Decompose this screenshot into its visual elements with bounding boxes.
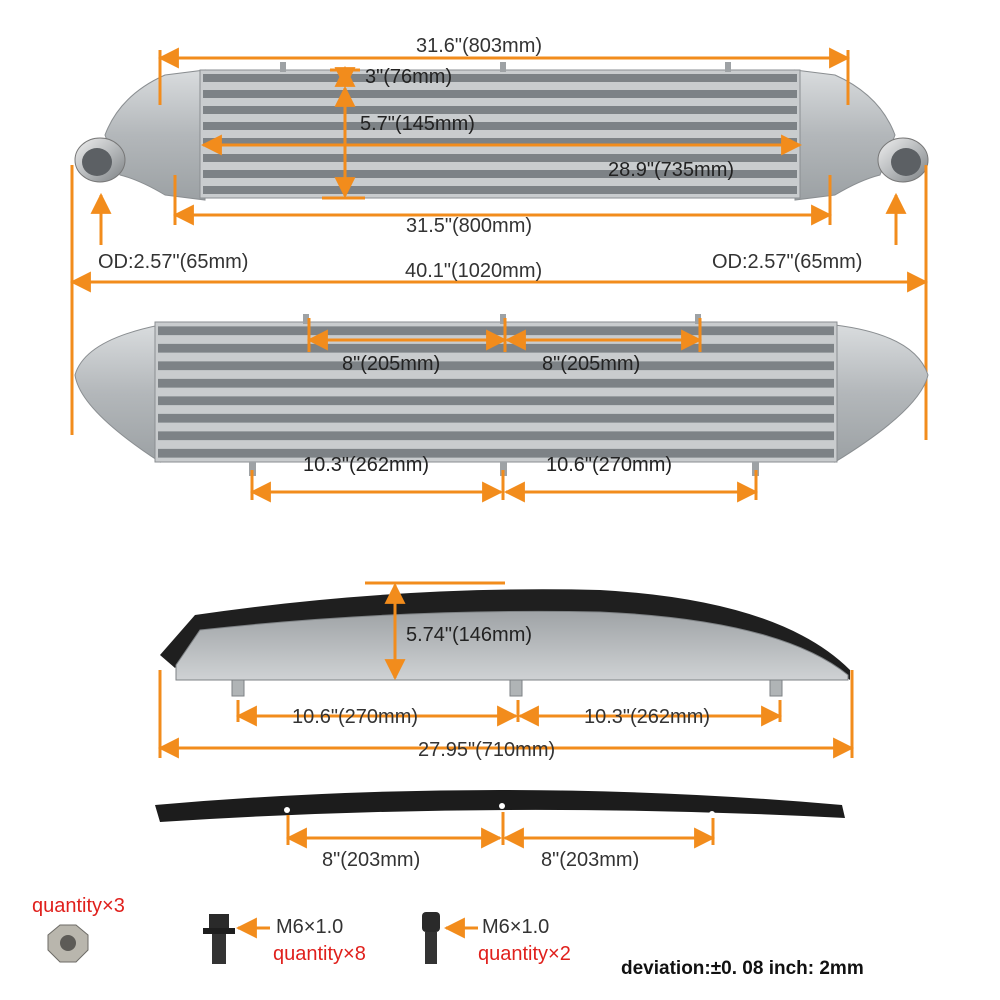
fin-row [203,90,797,98]
shroud-bracket-left-label: 10.6"(270mm) [292,706,419,728]
bolt2-spec-label: M6×1.0 [482,916,550,938]
seal-hole [709,811,715,817]
left-end-tank [104,69,206,201]
front-bottom-bracket-right-label: 10.6"(270mm) [546,454,673,476]
bracket-height-label: 3"(76mm) [365,66,453,88]
fin-row [203,186,797,194]
core-height-label: 5.7"(145mm) [360,113,475,135]
fin-row [203,106,797,114]
front-bottom-bracket [752,462,759,476]
bolt1-quantity-label: quantity×8 [273,943,366,965]
fin-row [203,154,797,162]
fin-row [158,343,834,353]
stud [280,62,286,72]
socket-bolt-icon [422,912,440,964]
front-top-bracket-right-label: 8"(205mm) [542,353,641,375]
seal-hole-left-label: 8"(203mm) [322,849,421,871]
shroud-bracket [231,679,245,697]
deviation-note: deviation:±0. 08 inch: 2mm [621,958,864,979]
left-outlet-opening [82,148,112,176]
fin-row [158,396,834,406]
front-top-bracket [695,314,701,324]
top-view-intercooler [74,62,929,201]
top-view-dimensions [69,47,929,440]
right-outlet-opening [891,148,921,176]
total-length-label: 40.1"(1020mm) [405,260,543,282]
fin-row [158,378,834,388]
shroud-bracket-right-label: 10.3"(262mm) [584,706,711,728]
bolt1-spec-label: M6×1.0 [276,916,344,938]
fin-length-label: 28.9"(735mm) [608,159,735,181]
front-top-bracket [500,314,506,324]
right-outlet-label: OD:2.57"(65mm) [712,251,863,273]
shroud-body [160,589,850,680]
rubber-seal [155,790,845,822]
shroud-bracket [769,679,783,697]
flange-nut-icon [47,924,89,963]
fin-row [158,448,834,458]
front-bottom-bracket-left-label: 10.3"(262mm) [303,454,430,476]
shroud-bracket [509,679,523,697]
nut-quantity-label: quantity×3 [32,895,125,917]
mount-span-label: 31.5"(800mm) [406,215,533,237]
fin-row [203,74,797,82]
left-outlet-label: OD:2.57"(65mm) [98,251,249,273]
front-bottom-bracket [500,462,507,476]
seal-hole [284,807,290,813]
shroud-dimensions [157,581,855,759]
stud [500,62,506,72]
fin-row [158,413,834,423]
front-top-bracket [303,314,309,324]
front-right-end-tank [834,324,929,463]
hex-bolt-icon [203,914,235,964]
front-view-intercooler [74,314,929,476]
overall-core-length-label: 31.6"(803mm) [416,35,543,57]
seal-hole [499,803,505,809]
front-top-bracket-left-label: 8"(205mm) [342,353,441,375]
bolt2-quantity-label: quantity×2 [478,943,571,965]
fin-row [203,170,797,178]
right-end-tank [794,69,896,201]
fin-row [158,326,834,336]
seal-hole-right-label: 8"(203mm) [541,849,640,871]
front-bottom-bracket [249,462,256,476]
fin-row [203,122,797,130]
fin-row [158,361,834,371]
shroud-height-label: 5.74"(146mm) [406,624,533,646]
shroud-panel [160,589,850,697]
front-view-dimensions [249,318,759,503]
fin-row [158,431,834,441]
shroud-plate [175,610,849,681]
front-core [154,321,838,463]
seal-dimensions [285,812,716,849]
stud [725,62,731,72]
front-left-end-tank [74,324,161,463]
shroud-width-label: 27.95"(710mm) [418,739,556,761]
